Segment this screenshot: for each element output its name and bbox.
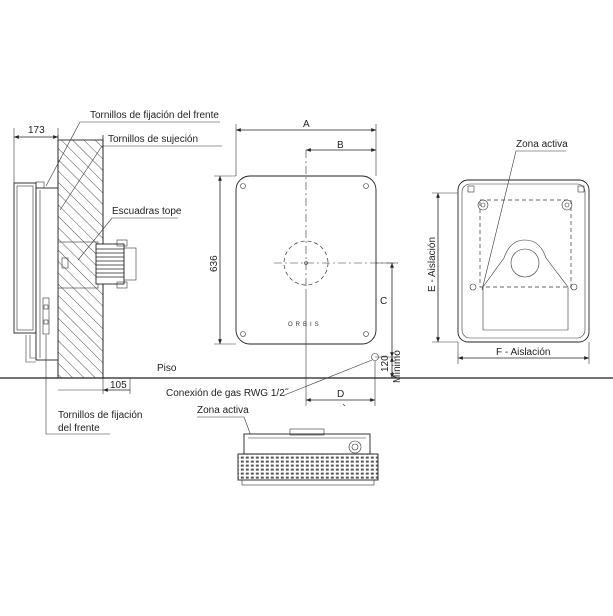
label-front-screws-top: Tornillos de fijación del frente	[90, 110, 219, 121]
label-active-zone-bottom: Zona activa	[197, 405, 249, 416]
side-view: 173 105 Tornillos de fijación del frente…	[13, 110, 222, 435]
label-gas-connection: Conexión de gas RWG 1/2˝	[166, 387, 289, 399]
brand-logo: ORBIS	[288, 322, 322, 328]
label-front-screws-bottom-1: Tornillos de fijación	[58, 410, 143, 421]
dim-173: 173	[28, 125, 45, 136]
bottom-view: Zona activa	[197, 405, 379, 486]
dim-120: 120	[380, 355, 391, 372]
dim-105: 105	[110, 380, 127, 391]
dim-b: B	[337, 140, 344, 151]
front-view: ORBIS A B 636 C 120 Mínimo D Conexión de…	[166, 119, 403, 407]
dim-a: A	[303, 119, 310, 130]
rear-view: E - Aislación F - Aislación Zona activa	[427, 139, 590, 364]
burner-grille	[237, 453, 379, 481]
active-zone-rect	[479, 199, 572, 288]
label-brackets: Escuadras tope	[112, 206, 182, 217]
dim-d: D	[337, 389, 344, 400]
dim-c: C	[380, 296, 387, 307]
dim-e: E - Aislación	[427, 237, 438, 292]
wall	[57, 139, 104, 379]
dim-min-label: Mínimo	[392, 350, 403, 383]
label-front-screws-bottom-2: del frente	[58, 423, 100, 434]
burner-shape	[482, 239, 569, 331]
label-active-zone-right: Zona activa	[516, 139, 568, 150]
flue-pipe	[95, 243, 125, 285]
label-holding-screws: Tornillos de sujeción	[108, 134, 198, 145]
dim-636: 636	[209, 255, 220, 272]
heater-rear-panel	[457, 179, 590, 343]
dim-f: F - Aislación	[496, 347, 550, 358]
floor-label: Piso	[157, 363, 177, 374]
